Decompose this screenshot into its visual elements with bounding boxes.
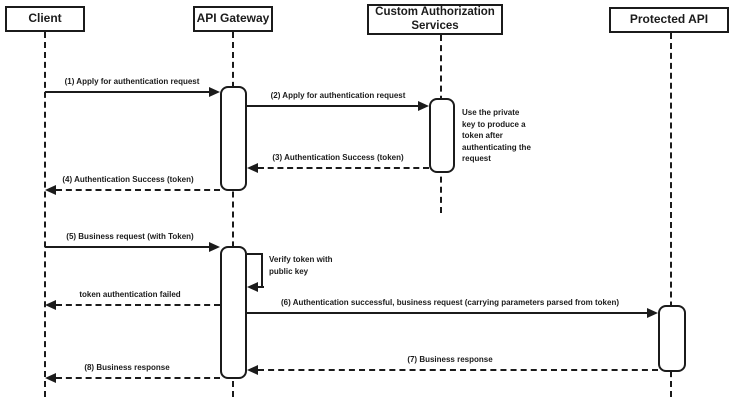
message-6-line <box>247 312 647 314</box>
actor-label-custom-authorization-services: Custom Authorization Services <box>375 6 495 32</box>
message-3-arrowhead <box>247 163 258 173</box>
message-token-failed-line <box>56 304 220 306</box>
message-3-label: (3) Authentication Success (token) <box>272 153 404 162</box>
actor-box-protected-api: Protected API <box>609 7 729 33</box>
message-4-arrowhead <box>45 185 56 195</box>
lifeline-protected-api <box>670 33 672 397</box>
self-message-label: Verify token with public key <box>269 255 333 276</box>
self-message-arrowhead <box>247 282 258 292</box>
message-token-failed-arrowhead <box>45 300 56 310</box>
message-7-label: (7) Business response <box>407 355 493 364</box>
message-2-label: (2) Apply for authentication request <box>270 91 406 100</box>
activation-api-gateway-1 <box>220 86 247 191</box>
message-1-line <box>45 91 209 93</box>
self-message-bottom-line <box>258 286 264 288</box>
activation-custom-authorization-services <box>429 98 455 173</box>
actor-label-client: Client <box>28 11 62 26</box>
activation-protected-api <box>658 305 686 372</box>
message-5-arrowhead <box>209 242 220 252</box>
actor-box-api-gateway: API Gateway <box>193 6 273 32</box>
message-4-label: (4) Authentication Success (token) <box>62 175 194 184</box>
message-1-arrowhead <box>209 87 220 97</box>
actor-label-protected-api: Protected API <box>629 12 709 27</box>
note-use-private-key: Use the private key to produce a token a… <box>462 108 531 164</box>
self-message-right-line <box>261 253 263 288</box>
actor-label-api-gateway: API Gateway <box>196 11 270 26</box>
message-3-line <box>258 167 429 169</box>
actor-box-client: Client <box>5 6 85 32</box>
message-7-line <box>258 369 658 371</box>
activation-api-gateway-2 <box>220 246 247 379</box>
actor-box-custom-authorization-services: Custom Authorization Services <box>367 4 503 35</box>
message-8-line <box>56 377 220 379</box>
lifeline-client <box>44 32 46 397</box>
message-2-arrowhead <box>418 101 429 111</box>
message-1-label: (1) Apply for authentication request <box>64 77 200 86</box>
message-7-arrowhead <box>247 365 258 375</box>
message-5-label: (5) Business request (with Token) <box>66 232 194 241</box>
message-2-line <box>247 105 418 107</box>
message-8-label: (8) Business response <box>84 363 170 372</box>
message-8-arrowhead <box>45 373 56 383</box>
self-message-top-line <box>247 253 263 255</box>
message-6-arrowhead <box>647 308 658 318</box>
message-6-label: (6) Authentication successful, business … <box>280 298 620 307</box>
message-4-line <box>56 189 220 191</box>
message-5-line <box>45 246 209 248</box>
lifeline-api-gateway <box>232 32 234 397</box>
message-token-failed-label: token authentication failed <box>79 290 181 299</box>
